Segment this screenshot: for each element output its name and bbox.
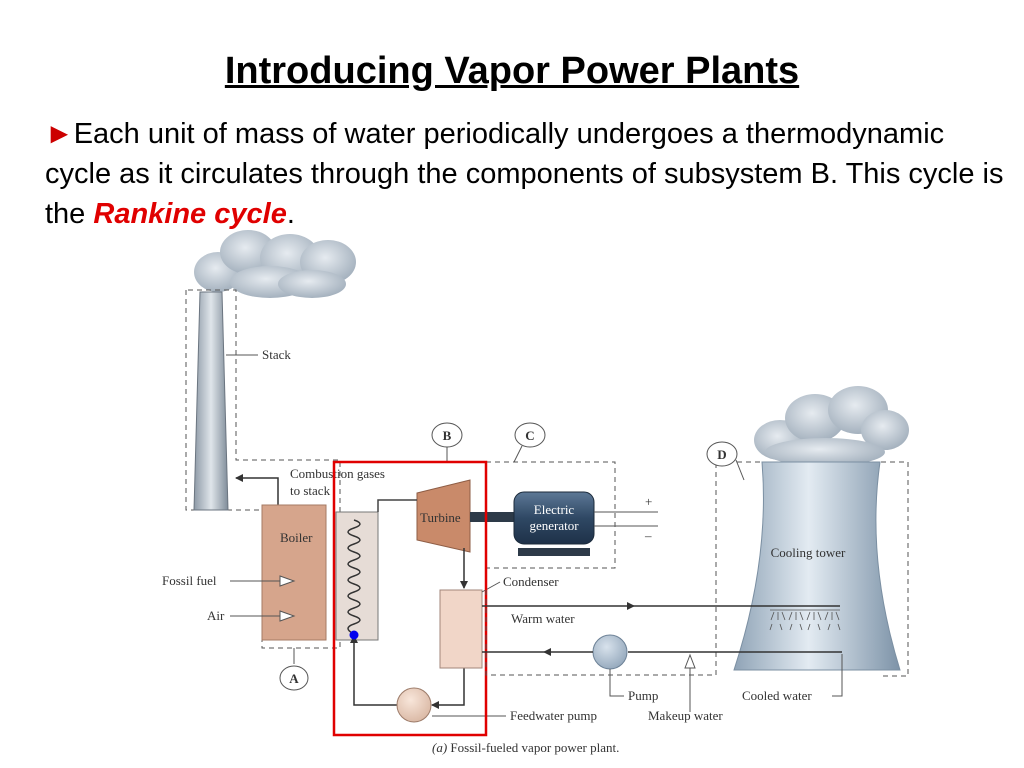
slide-title: Introducing Vapor Power Plants [224,50,800,92]
body-text-end: . [286,198,295,230]
slide-body: ►Each unit of mass of water periodically… [45,114,1005,234]
air-arrow-icon [279,610,296,622]
subsystem-b-letter: B [443,428,452,443]
cooled-water-leader [832,654,843,697]
subsystem-c-boundary [486,461,616,569]
subsystem-d-boundary [485,461,909,677]
caption-text: Fossil-fueled vapor power plant. [447,740,619,755]
electric-generator [513,491,595,545]
plus-label: + [645,494,652,509]
boiler [261,504,327,641]
stack-chimney [193,291,229,511]
condensate-arrow [431,668,465,709]
turbine [416,479,471,553]
steam-to-turbine-pipe [377,499,417,512]
condenser-leader [481,581,501,593]
subsystem-b-highlight [332,460,488,737]
combustion-label-line2: to stack [290,483,331,498]
bullet-arrow-icon: ► [45,118,74,150]
cooled-water-label: Cooled water [742,688,812,703]
subsystem-c-leader [513,445,523,463]
cooling-tower-plume [754,386,909,466]
subsystem-a-letter: A [289,671,299,686]
figure-caption: (a) Fossil-fueled vapor power plant. [432,740,619,755]
turbine-shaft [470,512,514,522]
subsystem-d-letter: D [717,447,726,462]
stack-label: Stack [262,347,291,362]
feedwater-return-arrow [350,635,398,706]
rankine-cycle-emphasis: Rankine cycle [93,198,287,230]
stack-smoke [194,230,356,298]
makeup-water-arrow-icon [684,653,696,669]
warm-water-label: Warm water [511,611,575,626]
boiler-coil-panel [335,511,379,641]
cooling-tower-label: Cooling tower [771,545,846,560]
minus-label: – [644,528,652,543]
state-point-dot [349,630,359,640]
pump-leader [609,669,624,697]
fossil-fuel-arrow-icon [279,575,296,587]
generator-base [518,548,590,556]
spray-nozzles [769,609,841,631]
feedwater-pump-label: Feedwater pump [510,708,597,723]
subsystem-c-letter: C [525,428,534,443]
condenser-label: Condenser [503,574,559,589]
subsystem-c-badge [514,422,546,448]
boiler-heating-coil [347,519,361,635]
feedwater-pump [396,687,432,723]
makeup-water-label: Makeup water [648,708,723,723]
pump-label: Pump [628,688,658,703]
air-label: Air [207,608,225,623]
generator-label-line1: Electric [534,502,575,517]
condenser [439,589,483,669]
boiler-label: Boiler [280,530,313,545]
subsystem-d-leader [735,459,745,481]
cooling-tower [733,461,901,671]
subsystem-d-badge [706,441,738,467]
combustion-label-line1: Combustion gases [290,466,385,481]
generator-label-line2: generator [529,518,579,533]
caption-prefix: (a) [432,740,447,755]
combustion-gas-arrow [235,474,279,508]
cooling-water-pump [592,634,628,670]
turbine-label: Turbine [420,510,461,525]
fossil-fuel-label: Fossil fuel [162,573,217,588]
body-text-main: Each unit of mass of water periodically … [45,118,1004,230]
subsystem-a-badge [279,665,309,691]
